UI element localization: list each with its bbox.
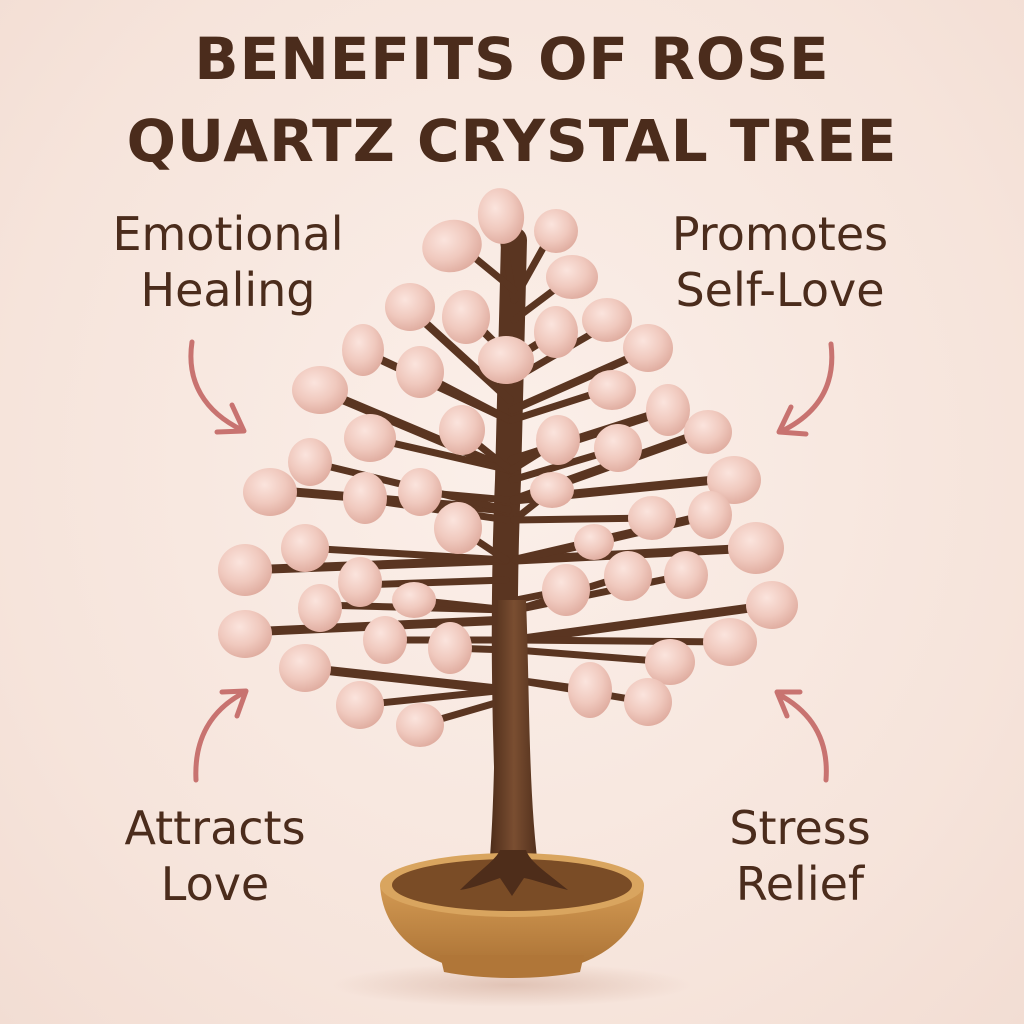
title-line-2: QUARTZ CRYSTAL TREE	[126, 107, 898, 175]
benefit-line-1: Emotional	[112, 207, 344, 261]
benefit-line-2: Healing	[140, 263, 316, 317]
benefit-line-2: Self-Love	[675, 263, 885, 317]
title-line-1: BENEFITS OF ROSE	[194, 25, 830, 93]
curved-arrow-down-right-icon	[188, 339, 247, 435]
benefit-line-1: Attracts	[124, 801, 306, 855]
benefit-emotional-healing: Emotional Healing	[88, 206, 368, 318]
page-title: BENEFITS OF ROSE QUARTZ CRYSTAL TREE	[0, 18, 1024, 182]
rose-quartz-crystals	[218, 188, 798, 747]
benefit-stress-relief: Stress Relief	[690, 800, 910, 912]
benefit-line-1: Promotes	[671, 207, 889, 261]
curved-arrow-up-right-icon	[193, 688, 249, 783]
pot-shadow	[332, 963, 692, 1007]
benefit-promotes-self-love: Promotes Self-Love	[640, 206, 920, 318]
benefit-attracts-love: Attracts Love	[90, 800, 340, 912]
benefit-line-2: Love	[160, 857, 270, 911]
benefit-line-1: Stress	[729, 801, 871, 855]
curved-arrow-down-left-icon	[776, 341, 835, 437]
curved-arrow-up-left-icon	[774, 689, 829, 783]
bowl-pot	[380, 850, 644, 978]
tree-trunk	[488, 600, 540, 880]
benefit-line-2: Relief	[735, 857, 865, 911]
